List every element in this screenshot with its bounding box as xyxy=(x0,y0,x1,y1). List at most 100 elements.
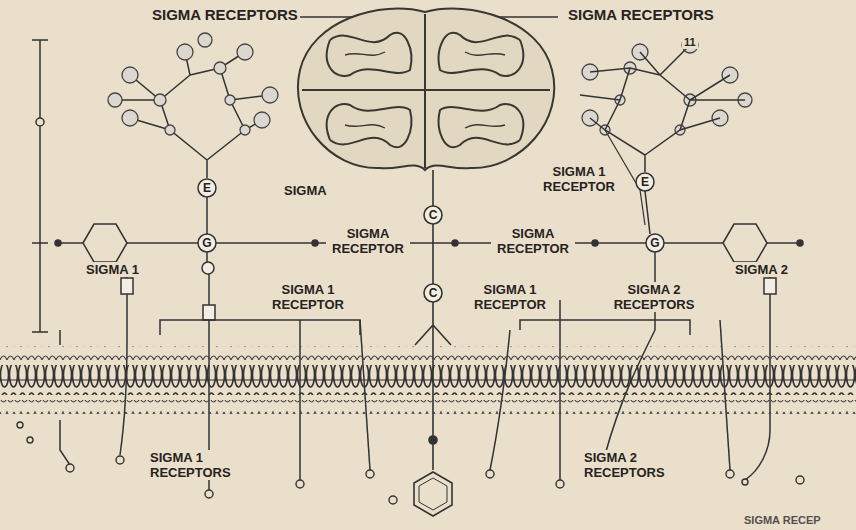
atom-balls xyxy=(108,33,752,135)
end-circles-part xyxy=(556,480,564,488)
receptor-label: 11 xyxy=(682,36,698,49)
atom-balls-part xyxy=(177,44,193,60)
end-circles-part xyxy=(726,470,734,478)
central-stem-part xyxy=(432,170,434,206)
central-stem-part xyxy=(432,224,434,284)
outline-lines-part xyxy=(83,224,127,262)
atom-balls-part xyxy=(198,33,212,47)
outline-lines-part xyxy=(32,242,48,244)
atom-balls-part xyxy=(122,110,138,126)
outline-lines-part xyxy=(592,240,598,246)
cell-membrane-part xyxy=(0,346,856,360)
callout-letter: E xyxy=(641,176,649,188)
outline-lines-part xyxy=(767,242,800,244)
receptor-label: SIGMA RECEPTOR xyxy=(491,226,575,256)
cell-membrane-part xyxy=(0,380,856,381)
end-circles-part xyxy=(296,480,304,488)
brain-figure-part xyxy=(345,52,505,128)
receptor-label: SIGMA RECEPTORS xyxy=(150,6,300,23)
right-molecule-part xyxy=(636,173,654,191)
atom-balls-part xyxy=(237,44,253,60)
end-circles-part xyxy=(486,470,494,478)
receptor-label: SIGMA 2 xyxy=(733,262,790,277)
right-molecule-part xyxy=(580,45,745,172)
atom-balls-part xyxy=(165,125,175,135)
outline-lines-part xyxy=(39,40,41,332)
atom-balls-part xyxy=(154,94,166,106)
receptor-label: SIGMA 1 RECEPTOR xyxy=(467,282,553,312)
callout-letter: C xyxy=(429,209,438,221)
end-circles-part xyxy=(366,470,374,478)
receptor-markers-part xyxy=(121,278,133,294)
brain-figure-part xyxy=(439,33,524,76)
central-stem-part xyxy=(415,325,451,345)
left-molecule-part xyxy=(202,262,214,274)
outline-lines-part xyxy=(723,224,767,262)
atom-balls-part xyxy=(108,93,122,107)
receptor-label: SIGMA 2 RECEPTORS xyxy=(582,450,670,480)
end-circles-part xyxy=(742,479,748,485)
receptor-markers-part xyxy=(160,320,360,335)
left-molecule-part xyxy=(115,52,270,178)
left-molecule-part xyxy=(198,179,216,197)
end-circles-part xyxy=(205,490,213,498)
receptor-markers-part xyxy=(520,320,690,335)
outline-lines-part xyxy=(452,240,458,246)
atom-balls-part xyxy=(240,125,250,135)
outline-lines-part xyxy=(32,331,48,333)
left-molecule-part xyxy=(208,274,210,305)
receptor-label: SIGMA 1 xyxy=(84,262,141,277)
receptor-label: SIGMA RECEPTOR xyxy=(326,226,410,256)
receptor-label: SIGMA 2 RECEPTORS xyxy=(606,282,702,312)
receptor-label: SIGMA 1 RECEPTOR xyxy=(265,282,351,312)
receptor-label: SIGMA RECEPTORS xyxy=(566,6,716,23)
outline-lines-part xyxy=(36,118,44,126)
receptor-label: SIGMA 1 RECEPTOR xyxy=(538,164,620,194)
cell-membrane-part xyxy=(0,400,856,414)
cell-membrane xyxy=(0,346,856,414)
right-molecule-part xyxy=(645,191,650,234)
right-molecule-part xyxy=(646,234,664,252)
left-molecule-part xyxy=(206,197,208,234)
left-molecule-part xyxy=(206,252,208,262)
brain-figure-part xyxy=(327,104,412,147)
outline-lines-part xyxy=(312,240,318,246)
end-circles-part xyxy=(389,496,397,504)
left-molecule-part xyxy=(203,305,215,320)
end-circles-part xyxy=(116,456,124,464)
outline-lines-part xyxy=(32,39,48,41)
callout-letter: E xyxy=(203,182,211,194)
central-stem-part xyxy=(419,478,447,510)
receptor-label: SIGMA xyxy=(282,183,329,198)
brain-figure-part xyxy=(298,9,554,170)
outline-lines-part xyxy=(797,240,803,246)
callout-letter: G xyxy=(202,237,211,249)
callout-letter: G xyxy=(650,237,659,249)
central-stem-part xyxy=(424,284,442,302)
central-stem-part xyxy=(429,436,437,444)
atom-balls-part xyxy=(122,67,138,83)
end-circles xyxy=(17,422,804,504)
end-circles-part xyxy=(66,464,74,472)
receptor-markers-part xyxy=(764,278,776,294)
brain-figure xyxy=(298,9,554,170)
central-stem-part xyxy=(414,472,452,516)
atom-balls-part xyxy=(214,62,226,74)
brain-figure-part xyxy=(439,104,524,147)
brain-figure-part xyxy=(327,33,412,76)
receptor-label: SIGMA 1 RECEPTORS xyxy=(148,450,236,480)
brain-figure-part xyxy=(302,14,550,168)
end-circles-part xyxy=(17,422,23,428)
atom-balls-part xyxy=(254,112,270,128)
end-circles-part xyxy=(796,476,804,484)
callout-letter: C xyxy=(429,287,438,299)
central-stem xyxy=(414,170,452,516)
end-circles-part xyxy=(27,437,33,443)
left-molecule-part xyxy=(198,234,216,252)
receptor-label: SIGMA RECEP xyxy=(742,514,823,527)
central-stem-part xyxy=(424,206,442,224)
atom-balls-part xyxy=(262,87,278,103)
cell-membrane-part xyxy=(0,365,856,395)
outline-lines-part xyxy=(55,240,61,246)
